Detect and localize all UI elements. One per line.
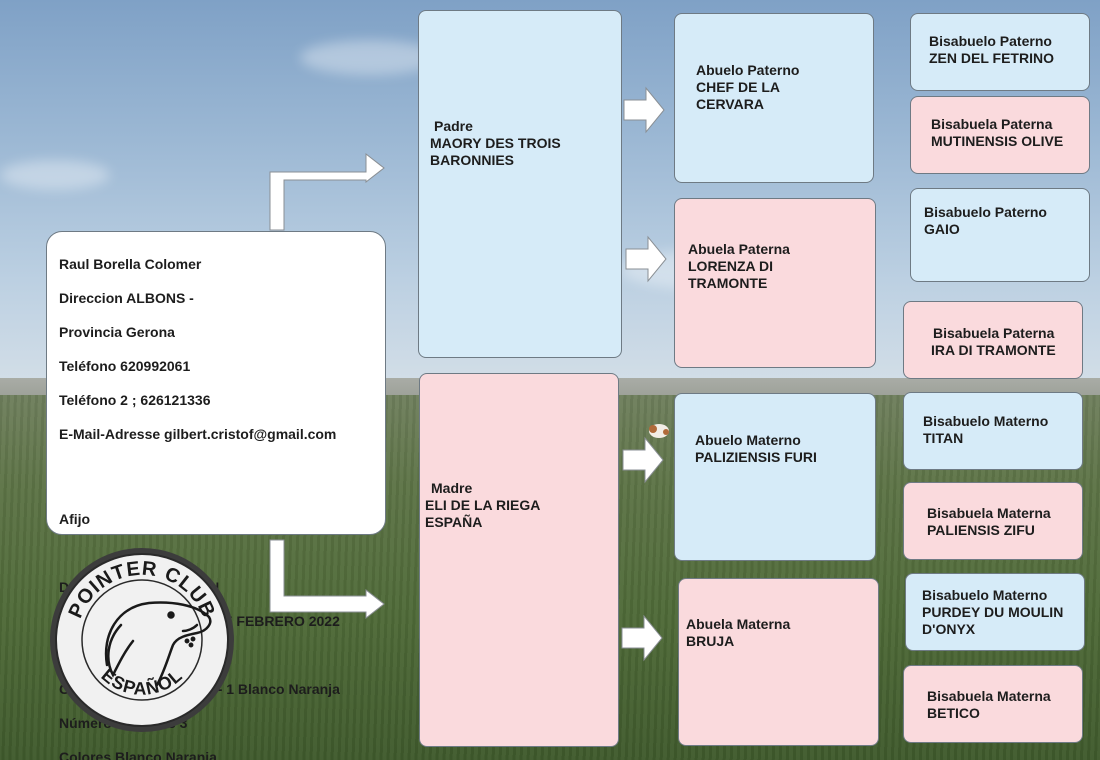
abuelo-paterno-role: Abuelo Paterno xyxy=(696,62,800,78)
dog-in-field-icon xyxy=(649,424,669,438)
arrow-to-abuelo-materno-icon xyxy=(622,436,664,484)
great-grandparent-name: GAIO xyxy=(924,221,960,237)
great-grandparent-name: MUTINENSIS OLIVE xyxy=(931,133,1064,149)
great-grandparent-name: PALIENSIS ZIFU xyxy=(927,522,1035,538)
great-grandparent-name: TITAN xyxy=(923,430,964,446)
great-grandparent-role: Bisabuelo Paterno xyxy=(924,204,1047,220)
pointer-dog-head-icon xyxy=(104,601,212,687)
abuelo-materno-box: Abuelo Materno PALIZIENSIS FURI xyxy=(674,393,876,561)
arrow-to-padre-icon xyxy=(269,152,385,231)
abuelo-materno-role: Abuelo Materno xyxy=(695,432,801,448)
afijo-label: Afijo xyxy=(59,511,91,527)
cloud xyxy=(300,40,440,75)
great-grandparent-role: Bisabuela Paterna xyxy=(933,325,1055,341)
great-grandparent-box: Bisabuela Materna BETICO xyxy=(903,665,1083,743)
abuela-paterna-role: Abuela Paterna xyxy=(688,241,790,257)
abuelo-paterno-name: CHEF DE LA CERVARA xyxy=(696,79,780,112)
madre-name: ELI DE LA RIEGA ESPAÑA xyxy=(425,497,541,530)
abuela-materna-name: BRUJA xyxy=(686,633,735,649)
breeder-address-line2: Provincia Gerona xyxy=(59,324,175,340)
great-grandparent-role: Bisabuela Materna xyxy=(927,505,1051,521)
abuela-paterna-box: Abuela Paterna LORENZA DI TRAMONTE xyxy=(674,198,876,368)
great-grandparent-name: BETICO xyxy=(927,705,980,721)
arrow-to-abuelo-paterno-icon xyxy=(623,86,665,134)
great-grandparent-name: ZEN DEL FETRINO xyxy=(929,50,1054,66)
great-grandparent-box: Bisabuelo Paterno ZEN DEL FETRINO xyxy=(910,13,1090,91)
abuelo-materno-name: PALIZIENSIS FURI xyxy=(695,449,817,465)
cloud xyxy=(0,160,110,190)
great-grandparent-box: Bisabuela Paterna IRA DI TRAMONTE xyxy=(903,301,1083,379)
madre-box: Madre ELI DE LA RIEGA ESPAÑA xyxy=(419,373,619,747)
pointer-club-logo: POINTER CLUB ESPAÑOL xyxy=(50,548,234,732)
great-grandparent-box: Bisabuelo Materno PURDEY DU MOULIN D'ONY… xyxy=(905,573,1085,651)
great-grandparent-role: Bisabuelo Materno xyxy=(923,413,1049,429)
padre-box: Padre MAORY DES TROIS BARONNIES xyxy=(418,10,622,358)
abuela-materna-role: Abuela Materna xyxy=(686,616,791,632)
arrow-to-madre-icon xyxy=(269,539,385,620)
great-grandparent-role: Bisabuela Materna xyxy=(927,688,1051,704)
great-grandparent-box: Bisabuela Paterna MUTINENSIS OLIVE xyxy=(910,96,1090,174)
breeder-address-line1: Direccion ALBONS - xyxy=(59,290,194,306)
breeder-name: Raul Borella Colomer xyxy=(59,256,202,272)
breeder-email: E-Mail-Adresse gilbert.cristof@gmail.com xyxy=(59,426,337,442)
arrow-to-abuela-materna-icon xyxy=(621,614,663,662)
female-colors: Colores Blanco Naranja xyxy=(59,749,217,760)
great-grandparent-role: Bisabuela Paterna xyxy=(931,116,1053,132)
great-grandparent-box: Bisabuelo Materno TITAN xyxy=(903,392,1083,470)
padre-role: Padre xyxy=(434,118,473,134)
padre-name: MAORY DES TROIS BARONNIES xyxy=(430,135,561,168)
great-grandparent-role: Bisabuelo Paterno xyxy=(929,33,1052,49)
madre-role: Madre xyxy=(431,480,473,496)
breeder-phone2: Teléfono 2 ; 626121336 xyxy=(59,392,211,408)
abuela-paterna-name: LORENZA DI TRAMONTE xyxy=(688,258,774,291)
great-grandparent-name: IRA DI TRAMONTE xyxy=(931,342,1056,358)
abuelo-paterno-box: Abuelo Paterno CHEF DE LA CERVARA xyxy=(674,13,874,183)
abuela-materna-box: Abuela Materna BRUJA xyxy=(678,578,879,746)
great-grandparent-box: Bisabuela Materna PALIENSIS ZIFU xyxy=(903,482,1083,560)
great-grandparent-name: PURDEY DU MOULIN D'ONYX xyxy=(922,604,1064,637)
arrow-to-abuela-paterna-icon xyxy=(625,235,667,283)
great-grandparent-role: Bisabuelo Materno xyxy=(922,587,1048,603)
breeder-phone1: Teléfono 620992061 xyxy=(59,358,191,374)
breeder-info-box: Raul Borella Colomer Direccion ALBONS - … xyxy=(46,231,386,760)
great-grandparent-box: Bisabuelo Paterno GAIO xyxy=(910,188,1090,282)
